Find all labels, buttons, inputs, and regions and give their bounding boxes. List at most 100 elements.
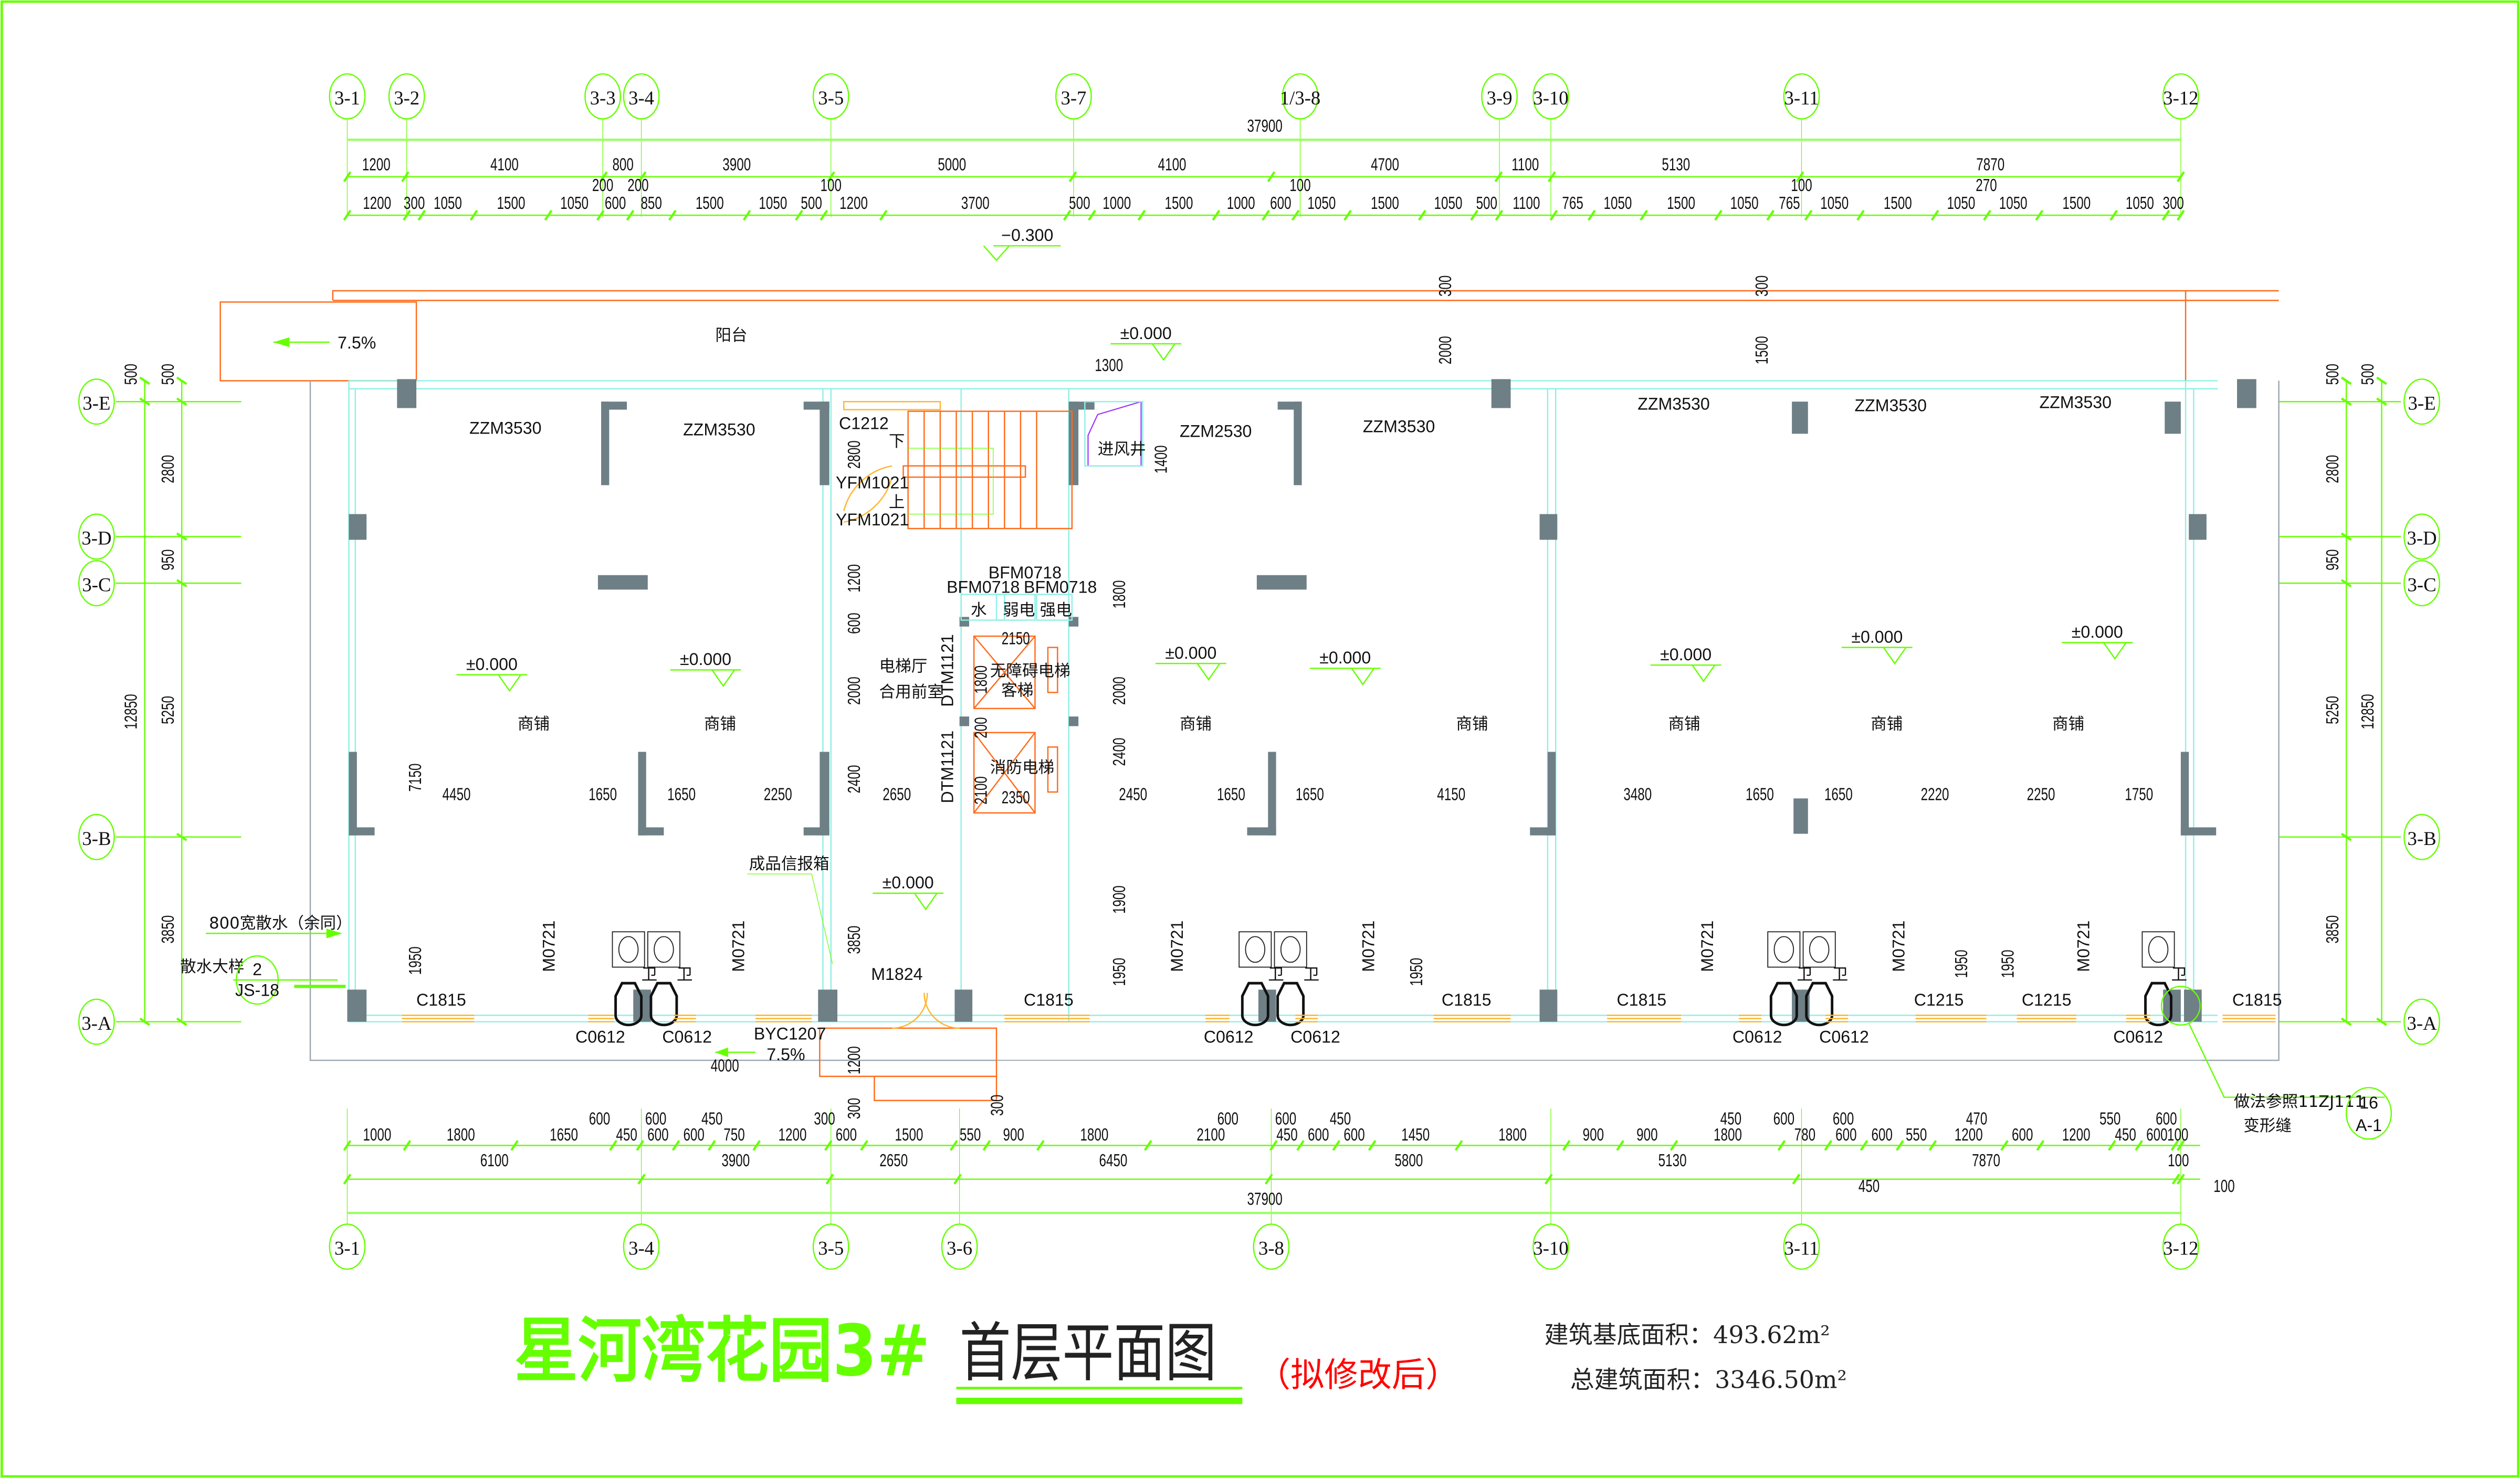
wc-label: 卫: [1832, 966, 1849, 984]
dimension-text: 450: [1858, 1176, 1880, 1196]
title-block: 星河湾花园3# 首层平面图 （拟修改后） 建筑基底面积：493.62m² 总建筑…: [514, 1310, 1847, 1405]
dimension-tick: [1143, 1140, 1152, 1151]
dimension-tick: [636, 1140, 645, 1151]
dimension-text: 600: [2012, 1125, 2033, 1145]
level-marker-triangle: [914, 893, 938, 911]
dimension-text: 1650: [589, 784, 617, 804]
dimension-text: 550: [960, 1125, 981, 1145]
dimension-tick: [2176, 1140, 2185, 1151]
slope-label-top: 7.5%: [338, 333, 376, 352]
wc-label: 卫: [1268, 966, 1284, 984]
dimension-text: 900: [1636, 1125, 1657, 1145]
dimension-text: 950: [2323, 549, 2343, 570]
dimension-tick: [1587, 209, 1596, 221]
dimension-text: 1100: [1513, 193, 1540, 213]
door-label: BFM0718: [947, 577, 1020, 596]
axis-bottom-bubble: [1253, 1223, 1290, 1270]
axis-right-bubble: [2403, 378, 2440, 425]
dimension-tick: [544, 209, 553, 221]
dimension-text: 450: [616, 1125, 637, 1145]
axis-bottom-label: 3-8: [1258, 1238, 1284, 1259]
dimension-text: 450: [1276, 1125, 1297, 1145]
dimension-text: 500: [801, 193, 822, 213]
dimension-text: 1200: [1955, 1125, 1983, 1145]
dimension-text: 2100: [971, 776, 991, 805]
door-label: YFM1021: [836, 473, 909, 492]
dimension-tick: [825, 1174, 834, 1185]
dimension-text: 600: [836, 1125, 857, 1145]
dimension-tick: [139, 397, 151, 406]
dimension-text: 5800: [1394, 1150, 1423, 1170]
dimension-tick: [1766, 209, 1775, 221]
washbasin-bowl: [654, 936, 674, 963]
dimension-text: 2250: [764, 784, 792, 804]
dimension-text: 5130: [1658, 1150, 1687, 1170]
dimension-text: 600: [647, 1125, 668, 1145]
detail-reference: JS-18: [235, 981, 279, 1000]
squat-toilet-icon: [1805, 981, 1834, 1027]
dimension-text: 2350: [1002, 788, 1030, 808]
door-label: ZZM3530: [2040, 393, 2112, 411]
dimension-tick: [2176, 171, 2185, 183]
dimension-text: 1800: [1080, 1125, 1108, 1145]
dimension-tick: [1088, 209, 1096, 221]
dimension-text: 500: [158, 364, 178, 385]
dimension-tick: [707, 1140, 716, 1151]
level-markers: ±0.000±0.000±0.000±0.000±0.000±0.000±0.0…: [456, 324, 2133, 911]
dimension-text: 1900: [1109, 885, 1129, 914]
door-label: M0721: [539, 921, 558, 972]
axis-left-label: 3-C: [82, 574, 111, 595]
dimension-tick: [1804, 209, 1813, 221]
dimension-text: 600: [1343, 1125, 1364, 1145]
slope-label-bottom: 7.5%: [766, 1045, 805, 1064]
dimension-text: 1200: [844, 564, 864, 593]
axis-right-label: 3-C: [2407, 574, 2436, 595]
dimension-text: 1650: [1217, 784, 1245, 804]
dimension-tick: [1296, 1140, 1305, 1151]
dimension-text: 300: [1752, 276, 1772, 297]
window-label: C1815: [1024, 990, 1074, 1009]
axis-top-label: 3-1: [334, 87, 360, 109]
axis-top-label: 3-7: [1060, 87, 1086, 109]
dimension-text: 1200: [2062, 1125, 2091, 1145]
door-label: M1824: [871, 965, 922, 984]
dimension-tick: [469, 209, 478, 221]
door-label: ZZM3530: [1855, 396, 1927, 415]
dimension-tick: [403, 1140, 412, 1151]
dimension-text: 6100: [480, 1150, 509, 1170]
dimension-tick: [2340, 397, 2352, 406]
dimension-tick: [176, 532, 187, 541]
dimension-tick: [1670, 1140, 1678, 1151]
dimension-tick: [176, 579, 187, 588]
dimension-text: 1100: [1511, 155, 1539, 175]
squat-toilet-icon: [649, 981, 678, 1027]
dimension-tick: [1792, 1174, 1801, 1185]
balcony-label: 阳台: [715, 326, 747, 345]
dimension-tick: [2035, 209, 2044, 221]
dimension-text: 550: [2099, 1109, 2120, 1129]
axis-right-bubble: [2403, 998, 2440, 1045]
axis-top-bubble: [1532, 73, 1569, 120]
dimension-tick: [2000, 1140, 2009, 1151]
dimension-tick: [1332, 1140, 1341, 1151]
dimension-text: 1400: [1151, 445, 1171, 473]
squat-toilet-icon: [2144, 981, 2172, 1027]
dimension-tick: [1856, 209, 1865, 221]
level-label: ±0.000: [1851, 627, 1903, 646]
dimension-text: 100: [821, 175, 842, 195]
dimension-text: 1050: [1999, 193, 2028, 213]
level-marker-triangle: [1692, 664, 1716, 682]
dimension-tick: [2135, 1140, 2144, 1151]
dimension-tick: [860, 1140, 869, 1151]
dimension-text: 7150: [405, 764, 425, 792]
dimension-text: 7870: [1976, 155, 2004, 175]
dimension-text: 1750: [2125, 784, 2153, 804]
dimension-tick: [1063, 209, 1072, 221]
dimension-text: 600: [589, 1109, 610, 1129]
dimension-text: 1000: [1227, 193, 1255, 213]
dimension-tick: [139, 376, 151, 385]
dimension-text: 300: [404, 193, 425, 213]
dimension-tick: [752, 1140, 761, 1151]
dimension-tick: [1860, 1140, 1868, 1151]
